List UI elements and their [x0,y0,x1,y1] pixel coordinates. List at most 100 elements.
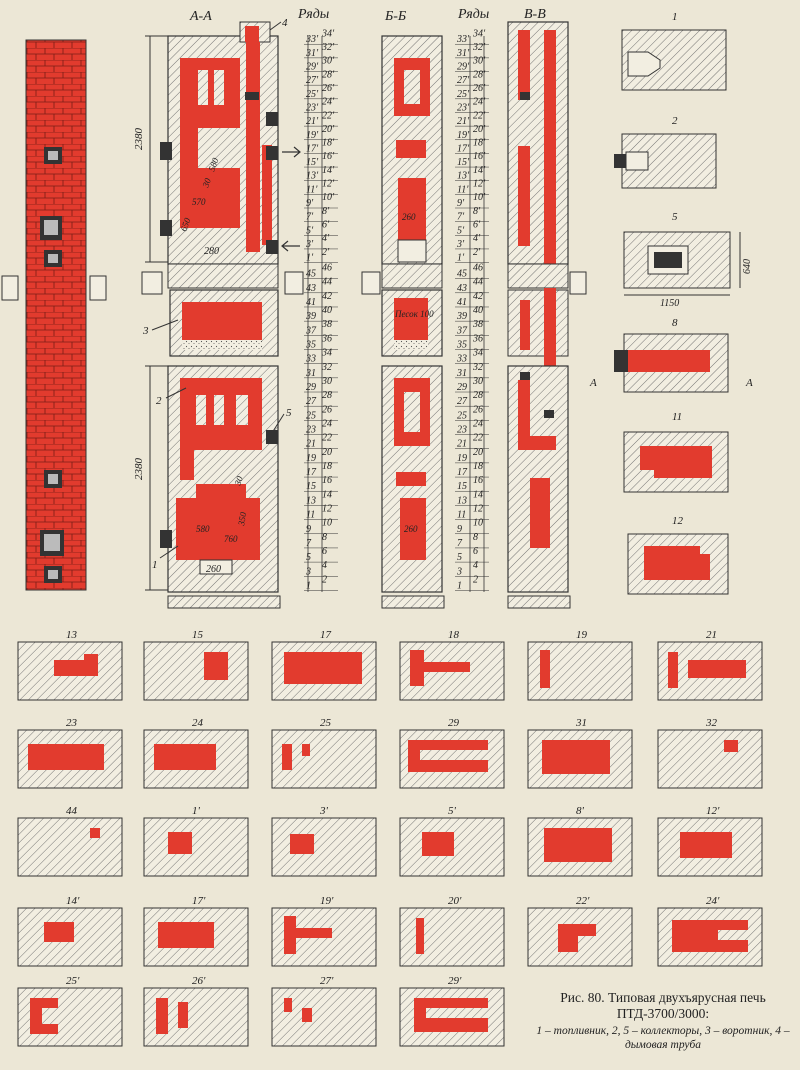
row-aa-up-left-3: 27' [306,75,319,86]
plan-flues [284,916,332,954]
plan-outline [271,817,377,877]
plan-15: 15 [143,629,249,701]
row-aa-up-right-11: 12' [322,179,335,190]
row-aa-up-right-1: 32' [321,42,335,53]
row-aa-up-left-15: 3' [305,239,314,250]
dim-h-upper: 2380 [133,128,145,151]
plan-label-15: 15 [192,629,204,641]
dim-1150: 1150 [660,298,679,309]
plan-8': 8' [527,805,633,877]
plan-label-12: 12 [672,515,684,527]
row-aa-up-left-11: 11' [306,184,318,195]
row-aa-up-left-2: 29' [306,62,319,73]
row-bb-up-left-0: 33' [456,34,470,45]
plan-label-20': 20' [448,895,462,907]
row-aa-up-left-1: 31' [305,48,319,59]
row-bb-low-right-6: 34 [472,348,483,359]
plan-label-24: 24 [192,717,204,729]
row-scale-bb [469,36,485,592]
row-bb-up-right-16: 2' [473,247,481,258]
row-aa-low-left-17: 11 [306,510,315,521]
row-aa-low-left-18: 9 [306,524,311,535]
row-aa-low-left-14: 17 [306,467,317,478]
plan-label-1: 1 [672,11,678,23]
plan-flues [30,998,58,1034]
plan-flues [558,924,596,952]
row-bb-low-right-17: 12 [473,504,483,515]
plan-label-25: 25 [320,717,332,729]
plan-22': 22' [527,895,633,967]
row-bb-low-left-4: 37 [456,325,468,336]
row-bb-low-right-13: 20 [473,447,483,458]
row-bb-low-right-18: 10 [473,518,483,529]
plan-label-17: 17 [320,629,332,641]
row-bb-low-left-1: 43 [457,283,467,294]
row-aa-low-left-9: 27 [306,396,317,407]
plan-flues [284,652,362,684]
row-aa-low-right-6: 34 [321,348,332,359]
row-aa-low-left-11: 23 [306,425,316,436]
row-aa-low-right-20: 6 [322,546,327,557]
row-aa-up-right-9: 16' [322,151,335,162]
row-bb-up-right-9: 16' [473,151,486,162]
plan-flues [90,828,100,838]
row-aa-low-right-15: 16 [322,475,332,486]
row-aa-up-left-12: 9' [306,198,314,209]
row-aa-low-left-5: 35 [305,340,316,351]
row-aa-up-left-13: 7' [306,212,314,223]
plan-24: 24 [143,717,249,789]
row-aa-low-right-7: 32 [321,362,332,373]
row-aa-low-left-8: 29 [306,382,316,393]
row-aa-low-right-0: 46 [322,263,332,274]
dim-570: 570 [192,197,206,207]
plan-right-11: 11 [623,411,729,493]
row-bb-up-left-9: 15' [457,157,470,168]
row-bb-up-right-3: 28' [473,69,486,80]
row-bb-low-right-12: 22 [473,433,483,444]
row-bb-up-right-4: 26' [473,83,486,94]
row-bb-up-right-14: 6' [473,219,481,230]
row-aa-low-left-20: 5 [306,552,311,563]
plan-17: 17 [271,629,377,701]
row-bb-low-left-9: 27 [457,396,468,407]
row-aa-up-right-14: 6' [322,219,330,230]
row-bb-low-left-13: 19 [457,453,467,464]
plan-12': 12' [657,805,763,877]
row-bb-low-left-3: 39 [456,311,467,322]
row-aa-low-right-5: 36 [321,333,332,344]
plan-label-31: 31 [575,717,587,729]
row-bb-up-right-1: 32' [472,42,486,53]
plan-label-29': 29' [448,975,462,987]
plan-outline [143,817,249,877]
caption-legend: 1 – топливник, 2, 5 – коллекторы, 3 – во… [536,1025,790,1051]
row-bb-low-left-10: 25 [457,410,467,421]
dim-640: 640 [742,259,753,274]
row-bb-low-left-19: 7 [457,538,463,549]
row-bb-low-right-0: 46 [473,263,483,274]
plan-label-21: 21 [706,629,717,641]
row-aa-up-right-15: 4' [322,233,330,244]
row-aa-low-right-14: 18 [322,461,332,472]
plan-flues [154,744,216,770]
plan-19': 19' [271,895,377,967]
row-aa-up-left-10: 13' [306,171,319,182]
row-aa-low-right-12: 22 [322,433,332,444]
row-bb-low-left-22: 1 [457,580,462,591]
plan-32: 32 [657,717,763,789]
row-aa-low-right-22: 2 [322,574,327,585]
row-scale-aa [307,36,323,592]
plan-label-3': 3' [319,805,329,817]
row-bb-up-right-10: 14' [473,165,486,176]
plan-44: 44 [17,805,123,877]
plan-label-44: 44 [66,805,78,817]
row-bb-low-right-10: 26 [473,404,483,415]
row-aa-low-left-15: 15 [306,481,316,492]
plan-24': 24' [657,895,763,967]
row-aa-up-right-6: 22' [322,110,335,121]
row-bb-low-left-16: 13 [457,495,467,506]
plan-flues [724,740,738,752]
row-bb-low-right-15: 16 [473,475,483,486]
row-aa-low-right-1: 44 [322,277,332,288]
